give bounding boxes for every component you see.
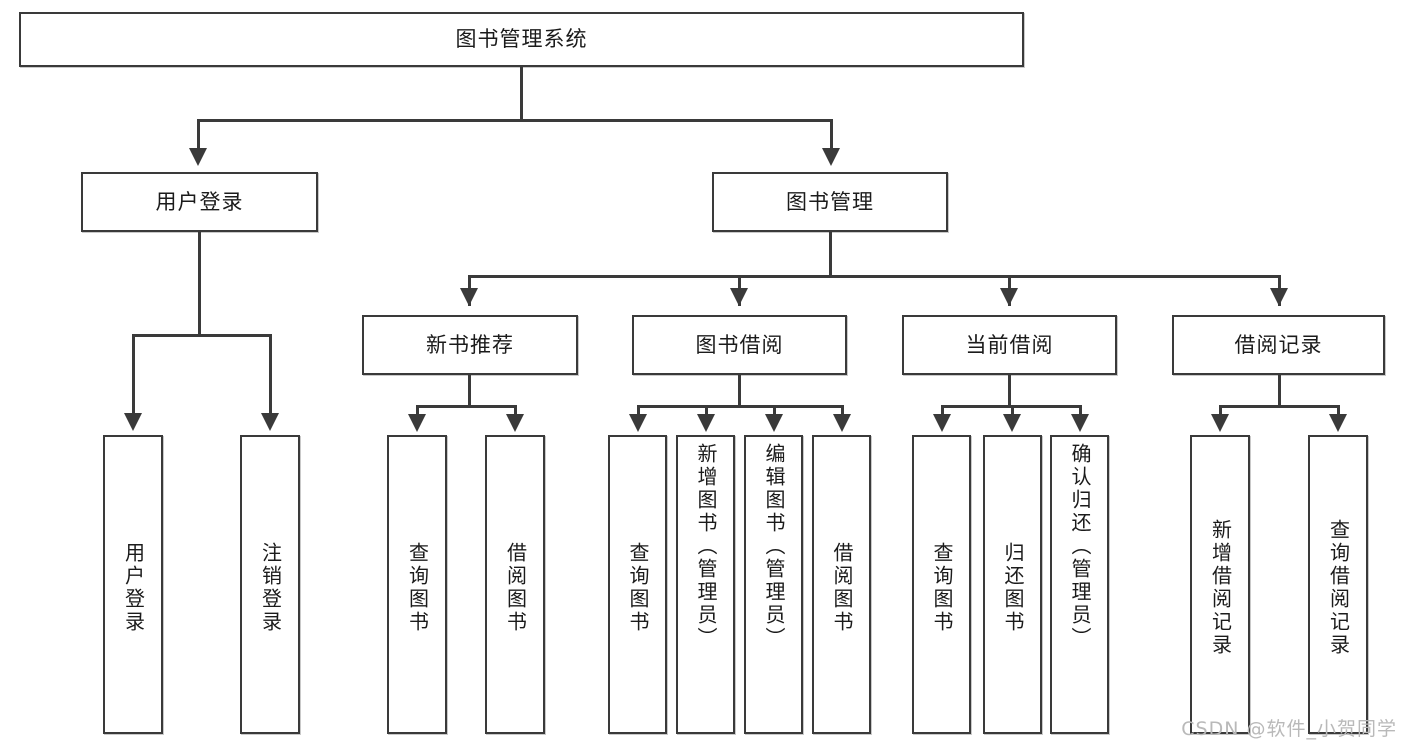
node-label: 注销登录	[258, 541, 283, 634]
connector-bookborrow-bus	[638, 405, 843, 408]
node-root-system[interactable]: 图书管理系统	[19, 12, 1024, 67]
connector-bookmanage-stem	[829, 232, 832, 277]
connector-userlogin-bus	[133, 334, 271, 337]
node-label: 图书管理系统	[455, 27, 588, 52]
arrow-to-borrow-record	[1270, 288, 1288, 306]
arrow-newbook-leaf-2	[506, 414, 524, 432]
arrow-newbook-leaf-1	[408, 414, 426, 432]
node-book-borrow[interactable]: 图书借阅	[632, 315, 847, 375]
node-user-login[interactable]: 用户登录	[81, 172, 318, 232]
connector-level2-drop-right	[830, 119, 833, 150]
node-label: 查询图书	[405, 541, 430, 634]
connector-currentborrow-stem	[1008, 375, 1011, 407]
connector-level3-bus	[469, 275, 1281, 278]
node-label: 图书管理	[786, 189, 874, 214]
node-label: 用户登录	[155, 189, 244, 214]
connector-root-stem	[520, 67, 523, 120]
node-label: 新增图书（管理员）	[694, 443, 718, 650]
node-borrow-record[interactable]: 借阅记录	[1172, 315, 1385, 375]
leaf-query-books-borrow[interactable]: 查询图书	[608, 435, 667, 734]
node-label: 借阅记录	[1234, 332, 1323, 357]
connector-userlogin-stem	[198, 232, 201, 336]
node-new-book-recommend[interactable]: 新书推荐	[362, 315, 578, 375]
node-label: 查询图书	[626, 541, 650, 634]
node-label: 编辑图书（管理员）	[762, 443, 786, 650]
node-label: 查询借阅记录	[1326, 518, 1351, 657]
arrow-to-book-borrow	[730, 288, 748, 306]
node-label: 当前借阅	[965, 332, 1054, 357]
arrow-to-book-manage	[822, 148, 840, 166]
leaf-logout[interactable]: 注销登录	[240, 435, 300, 734]
node-label: 归还图书	[1001, 541, 1025, 634]
connector-userlogin-drop-2	[269, 334, 272, 415]
connector-level2-bus	[198, 119, 832, 122]
node-label: 借阅图书	[830, 541, 854, 634]
leaf-add-book-admin[interactable]: 新增图书（管理员）	[676, 435, 735, 734]
leaf-user-login[interactable]: 用户登录	[103, 435, 163, 734]
connector-newbook-stem	[468, 375, 471, 407]
arrow-borrowrecord-leaf-2	[1329, 414, 1347, 432]
connector-borrowrecord-bus	[1220, 405, 1339, 408]
leaf-query-books-current[interactable]: 查询图书	[912, 435, 971, 734]
leaf-borrow-books-newbook[interactable]: 借阅图书	[485, 435, 545, 734]
connector-borrowrecord-stem	[1278, 375, 1281, 407]
arrow-bookborrow-leaf-4	[833, 414, 851, 432]
node-label: 新书推荐	[426, 332, 514, 357]
node-label: 新增借阅记录	[1208, 518, 1233, 657]
arrow-bookborrow-leaf-1	[629, 414, 647, 432]
arrow-bookborrow-leaf-2	[697, 414, 715, 432]
leaf-add-borrow-record[interactable]: 新增借阅记录	[1190, 435, 1250, 734]
connector-newbook-bus	[417, 405, 516, 408]
arrow-borrowrecord-leaf-1	[1211, 414, 1229, 432]
connector-userlogin-drop-1	[132, 334, 135, 415]
arrow-to-new-book-rec	[460, 288, 478, 306]
connector-level2-drop-left	[197, 119, 200, 150]
leaf-return-books[interactable]: 归还图书	[983, 435, 1042, 734]
arrow-to-user-login	[189, 148, 207, 166]
node-label: 用户登录	[121, 541, 146, 634]
node-label: 查询图书	[930, 541, 954, 634]
arrow-to-user-login-leaf	[124, 413, 142, 431]
node-label: 确认归还（管理员）	[1068, 443, 1092, 650]
arrow-currentborrow-leaf-3	[1071, 414, 1089, 432]
connector-bookborrow-stem	[738, 375, 741, 407]
node-label: 图书借阅	[695, 332, 784, 357]
leaf-query-borrow-record[interactable]: 查询借阅记录	[1308, 435, 1368, 734]
leaf-query-books-newbook[interactable]: 查询图书	[387, 435, 447, 734]
arrow-currentborrow-leaf-1	[933, 414, 951, 432]
arrow-bookborrow-leaf-3	[765, 414, 783, 432]
leaf-edit-book-admin[interactable]: 编辑图书（管理员）	[744, 435, 803, 734]
arrow-to-logout-leaf	[261, 413, 279, 431]
arrow-to-current-borrow	[1000, 288, 1018, 306]
leaf-confirm-return-admin[interactable]: 确认归还（管理员）	[1050, 435, 1109, 734]
arrow-currentborrow-leaf-2	[1003, 414, 1021, 432]
node-book-manage[interactable]: 图书管理	[712, 172, 948, 232]
leaf-borrow-books-borrow[interactable]: 借阅图书	[812, 435, 871, 734]
node-current-borrow[interactable]: 当前借阅	[902, 315, 1117, 375]
node-label: 借阅图书	[503, 541, 528, 634]
